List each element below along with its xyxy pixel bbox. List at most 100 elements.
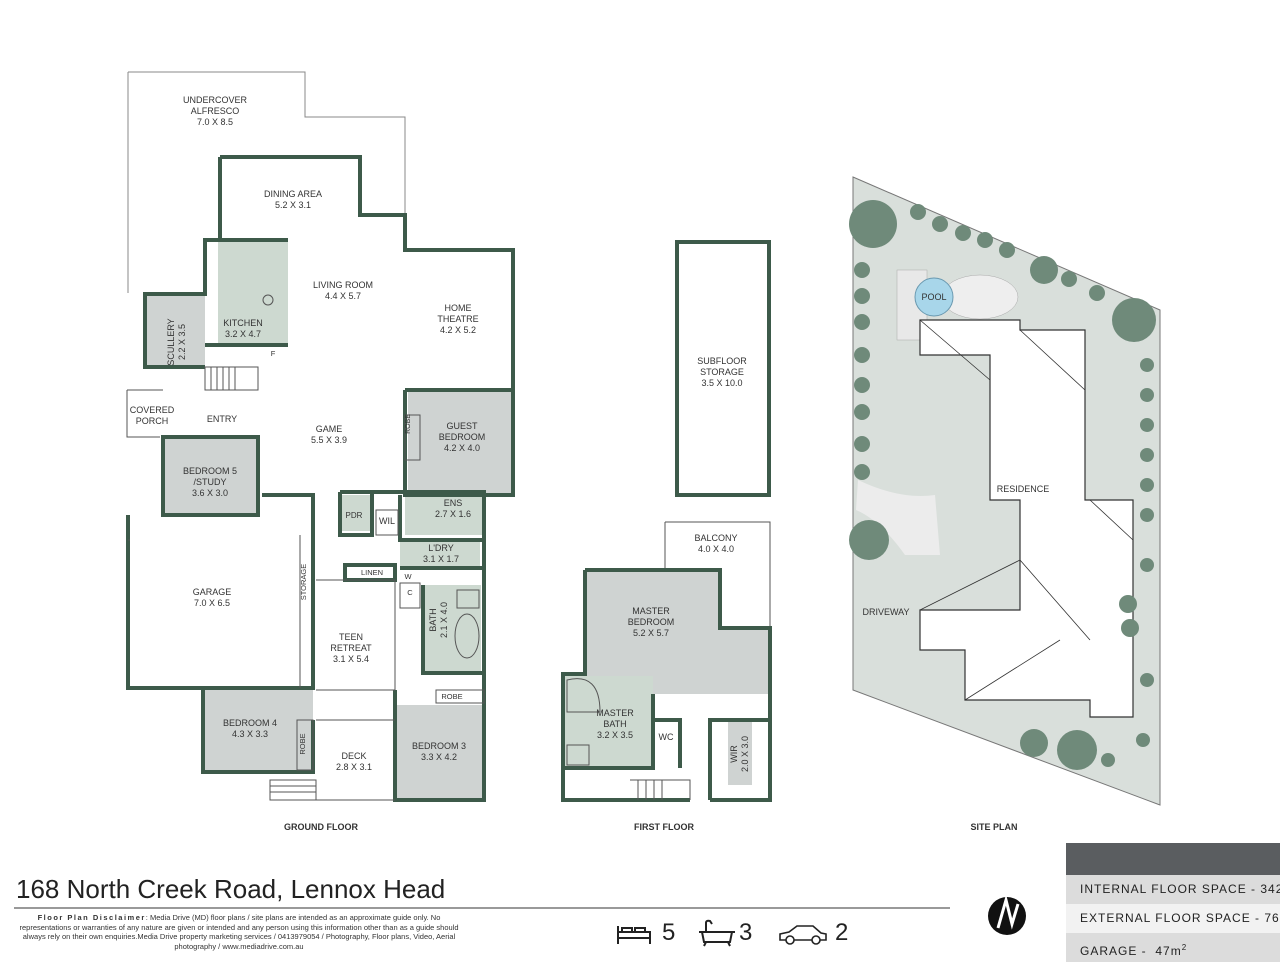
porch-line2: PORCH <box>136 416 169 426</box>
external-floor-space: EXTERNAL FLOOR SPACE - 76 <box>1066 904 1280 933</box>
first-floor-title: FIRST FLOOR <box>634 822 694 832</box>
teen-line1: TEEN <box>339 632 363 642</box>
wil-label: WIL <box>379 516 395 526</box>
ens-name: ENS <box>444 498 463 508</box>
compass-icon <box>988 894 1026 935</box>
guest-line2: BEDROOM <box>439 432 486 442</box>
bath-icon <box>699 919 735 947</box>
theatre-line1: HOME <box>445 303 472 313</box>
guest-dims: 4.2 X 4.0 <box>444 443 480 453</box>
residence-label: RESIDENCE <box>997 484 1050 494</box>
disclaimer: Floor Plan Disclaimer: Media Drive (MD) … <box>14 913 464 951</box>
wc-label: WC <box>659 732 674 742</box>
scullery-dims: 2.2 X 3.5 <box>177 324 187 360</box>
alfresco-dims: 7.0 X 8.5 <box>197 117 233 127</box>
guest-line1: GUEST <box>446 421 478 431</box>
garage-space-value: 47m <box>1155 944 1182 958</box>
pool-shape <box>914 277 954 317</box>
garage-dims: 7.0 X 6.5 <box>194 598 230 608</box>
scullery-label: SCULLERY2.2 X 3.5 <box>166 318 187 365</box>
game-dims: 5.5 X 3.9 <box>311 435 347 445</box>
masterbath-line2: BATH <box>603 719 626 729</box>
cars-count: 2 <box>835 919 849 946</box>
subfloor-line2: STORAGE <box>700 367 744 377</box>
wir-label: WIR2.0 X 3.0 <box>729 736 750 772</box>
bed5-line1: BEDROOM 5 <box>183 466 237 476</box>
scullery-name: SCULLERY <box>166 318 176 365</box>
storage-label: STORAGE <box>299 564 308 601</box>
subfloor-line1: SUBFLOOR <box>697 356 747 366</box>
subfloor-dims: 3.5 X 10.0 <box>701 378 742 388</box>
robe-label-bed3: ROBE <box>441 692 462 701</box>
bed4-dims: 4.3 X 3.3 <box>232 729 268 739</box>
feature-bedrooms: 5 <box>614 916 675 950</box>
trees <box>849 200 1156 770</box>
robe-label-guest: ROBE <box>405 414 412 434</box>
floor-space-panel: INTERNAL FLOOR SPACE - 342 EXTERNAL FLOO… <box>1066 843 1280 962</box>
ground-floor-title: GROUND FLOOR <box>284 822 358 832</box>
wir-name: WIR <box>729 745 739 763</box>
bathrooms-count: 3 <box>739 919 753 946</box>
car-icon <box>779 925 827 945</box>
living-name: LIVING ROOM <box>313 280 373 290</box>
garage-name: GARAGE <box>193 587 232 597</box>
ldry-name: L'DRY <box>428 543 454 553</box>
ldry-dims: 3.1 X 1.7 <box>423 554 459 564</box>
master-line1: MASTER <box>632 606 670 616</box>
c-label: C <box>407 588 413 597</box>
w-label: W <box>404 572 412 581</box>
bed4-name: BEDROOM 4 <box>223 718 277 728</box>
bath-name: BATH <box>428 608 438 631</box>
theatre-line2: THEATRE <box>437 314 478 324</box>
bath-dims: 2.1 X 4.0 <box>439 602 449 638</box>
alfresco-line1: UNDERCOVER <box>183 95 248 105</box>
teen-dims: 3.1 X 5.4 <box>333 654 369 664</box>
driveway-label: DRIVEWAY <box>862 607 909 617</box>
kitchen-name: KITCHEN <box>223 318 263 328</box>
game-name: GAME <box>316 424 343 434</box>
living-dims: 4.4 X 5.7 <box>325 291 361 301</box>
master-dims: 5.2 X 5.7 <box>633 628 669 638</box>
kitchen-dims: 3.2 X 4.7 <box>225 329 261 339</box>
f-label: F <box>271 349 276 358</box>
bedrooms-count: 5 <box>662 919 676 946</box>
bed3-name: BEDROOM 3 <box>412 741 466 751</box>
wir-dims: 2.0 X 3.0 <box>740 736 750 772</box>
masterbath-dims: 3.2 X 3.5 <box>597 730 633 740</box>
dining-name: DINING AREA <box>264 189 322 199</box>
floor-space-header <box>1066 843 1280 875</box>
masterbath-line1: MASTER <box>596 708 634 718</box>
site-plan-title: SITE PLAN <box>970 822 1017 832</box>
bath-label: BATH2.1 X 4.0 <box>428 602 449 638</box>
bed5-dims: 3.6 X 3.0 <box>192 488 228 498</box>
bed5-line2: /STUDY <box>193 477 226 487</box>
porch-line1: COVERED <box>130 405 175 415</box>
bed3-dims: 3.3 X 4.2 <box>421 752 457 762</box>
garage-floor-space: GARAGE - 47m2 <box>1066 933 1280 962</box>
balcony-name: BALCONY <box>694 533 737 543</box>
feature-cars: 2 <box>777 916 848 950</box>
ens-dims: 2.7 X 1.6 <box>435 509 471 519</box>
linen-label: LINEN <box>361 568 383 577</box>
disclaimer-heading: Floor Plan Disclaimer <box>37 913 146 922</box>
site-plan: POOL RESIDENCE DRIVEWAY SITE PLAN <box>849 176 1161 832</box>
